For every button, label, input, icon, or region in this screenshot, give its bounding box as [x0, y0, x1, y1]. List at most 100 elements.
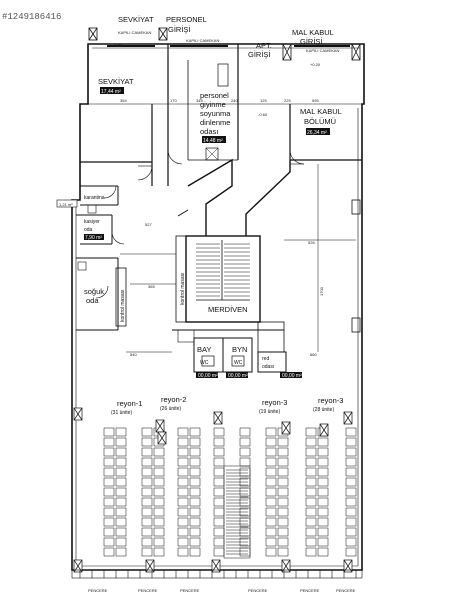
red-l2: odası [262, 364, 274, 370]
shelf-unit [153, 447, 165, 457]
shelf-unit [277, 437, 289, 447]
shelf-unit [153, 507, 165, 517]
shelf-unit [239, 527, 251, 537]
shelf-unit [177, 537, 189, 547]
shelf-unit [189, 497, 201, 507]
dim-526: 526 [308, 240, 315, 245]
entry-labels: SEVKİYAT PERSONEL GİRİŞİ APT. GİRİŞİ MAL… [118, 15, 334, 59]
shelf-unit [239, 437, 251, 447]
dim-225: 225 [284, 98, 291, 103]
shelf-unit [141, 447, 153, 457]
glazing-tag-3: KAPILI CAMEKAN [306, 48, 339, 53]
mal-kabul-entry-label-2: GİRİŞİ [300, 37, 323, 46]
shelf-unit [141, 437, 153, 447]
shelf-unit [265, 477, 277, 487]
shelf-unit [265, 537, 277, 547]
shelf-unit [177, 497, 189, 507]
window-label-6: PENCERE [336, 588, 356, 593]
dim-121: 1,21 m² [59, 202, 73, 207]
shelf-unit [115, 467, 127, 477]
shelf-unit [213, 487, 225, 497]
shelf-unit [189, 537, 201, 547]
shelf-unit [239, 547, 251, 557]
shelf-unit [277, 527, 289, 537]
shelf-unit [177, 487, 189, 497]
shelf-unit [115, 477, 127, 487]
shelf-unit [141, 477, 153, 487]
mal-kabul-area: 26,34 m² [307, 130, 327, 136]
shelf-unit [153, 497, 165, 507]
shelf-unit [103, 467, 115, 477]
bay-label: BAY [197, 345, 211, 354]
shelf-unit [265, 507, 277, 517]
dim-354: 354 [120, 98, 127, 103]
shelf-unit [115, 427, 127, 437]
shelf-unit [213, 517, 225, 527]
shelf-unit [345, 477, 357, 487]
shelf-unit [189, 457, 201, 467]
soguk-l2: oda [86, 296, 99, 305]
wc-area-2: 00,00 m² [228, 373, 248, 379]
shelf-unit [265, 487, 277, 497]
reyon-labels: reyon-1 (31 ünite) reyon-2 (26 ünite) re… [111, 395, 343, 416]
shelf-unit [115, 447, 127, 457]
shelf-unit [103, 497, 115, 507]
shelf-unit [265, 447, 277, 457]
wc-area-1: 00,00 m² [198, 373, 218, 379]
shelf-unit [177, 447, 189, 457]
shelf-unit [345, 457, 357, 467]
shelf-unit [345, 437, 357, 447]
shelf-unit [305, 507, 317, 517]
shelf-unit [103, 447, 115, 457]
shelf-unit [141, 527, 153, 537]
personel-entry-label-2: GİRİŞİ [168, 25, 191, 34]
shelf-unit [189, 437, 201, 447]
shelf-unit [239, 497, 251, 507]
dim-540: 540 [130, 352, 137, 357]
shelf-unit [103, 477, 115, 487]
dim-595: 595 [312, 98, 319, 103]
wc-block [193, 337, 287, 373]
mal-kabul-room-l2: BÖLÜMÜ [304, 117, 336, 126]
shelf-unit [345, 537, 357, 547]
structural-columns [73, 407, 353, 573]
dim-170: 170 [170, 98, 177, 103]
shelf-unit [141, 497, 153, 507]
shelf-unit [317, 537, 329, 547]
reyon-3a-units: (19 ünite) [259, 409, 280, 415]
column-cross [73, 407, 83, 421]
shelf-unit [189, 467, 201, 477]
shelf-unit [153, 457, 165, 467]
shelf-unit [115, 517, 127, 527]
shelf-unit [265, 457, 277, 467]
shelf-unit [115, 527, 127, 537]
shelf-unit [317, 517, 329, 527]
kontrol-masasi-left: kontrol masası [120, 289, 126, 322]
shelf-unit [265, 467, 277, 477]
shelf-unit [103, 487, 115, 497]
left-small-rooms [76, 185, 119, 331]
area-tags [56, 87, 330, 240]
shelf-unit [317, 437, 329, 447]
shelf-unit [213, 457, 225, 467]
shelf-unit [239, 427, 251, 437]
shelf-unit [189, 487, 201, 497]
shelf-unit [141, 547, 153, 557]
shelf-unit [277, 447, 289, 457]
shelf-unit [103, 457, 115, 467]
shelf-unit [103, 517, 115, 527]
shelf-unit [265, 437, 277, 447]
level-020-b: +0.20 [310, 62, 321, 67]
shelf-unit [305, 517, 317, 527]
shelf-unit [177, 457, 189, 467]
byn-label: BYN [232, 345, 247, 354]
glazing-tag-1: KAPILI CAMEKAN [118, 30, 151, 35]
shelf-unit [115, 507, 127, 517]
shelf-unit [305, 547, 317, 557]
shelf-unit [141, 517, 153, 527]
red-area: 00,00 m² [282, 373, 302, 379]
shelf-unit [213, 547, 225, 557]
kontrol-masasi-core: kontrol masası [180, 272, 186, 305]
shelf-block-center [223, 465, 251, 559]
reyon-3b-name: reyon-3 [318, 396, 343, 405]
